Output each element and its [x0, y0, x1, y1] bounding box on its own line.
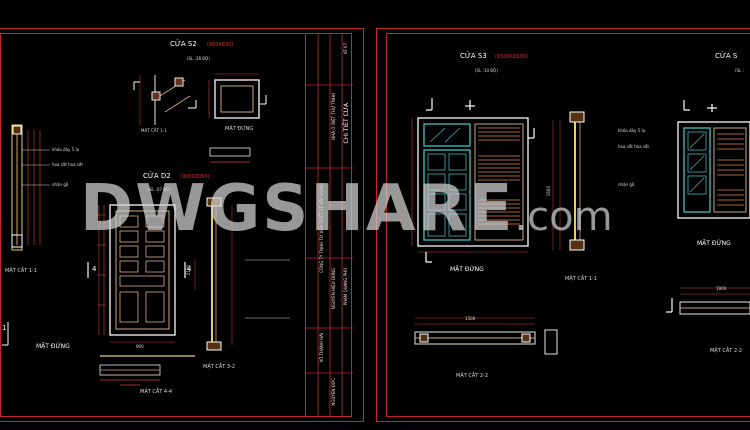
- d2-size: (900X2050): [180, 174, 210, 180]
- d2-section32-label: MẶT CẮT 3-2: [203, 364, 236, 370]
- left-note-3: nhận gỗ: [52, 182, 69, 187]
- marker-1: 1: [2, 324, 7, 332]
- left-section-label: MẶT CẮT 1-1: [5, 268, 38, 274]
- door-d2-head-detail: [209, 147, 251, 163]
- s3-elevation-label: MẶT ĐỨNG: [450, 266, 484, 273]
- d2-qty: (SL :07 BỘ): [148, 187, 171, 192]
- door-d2-dim-ticks: [97, 214, 106, 306]
- s2-section-label: MẶT CẮT 1-1: [141, 128, 167, 133]
- window-s3-elevation: [417, 117, 529, 247]
- s3-title: CỬA S3: [460, 52, 487, 60]
- left-note-1: khóa dây 5 lạ: [52, 147, 80, 152]
- dim-s3-width: 1500: [465, 316, 476, 321]
- right-note-3: nhận gỗ: [618, 182, 635, 187]
- left-column-section: [11, 124, 23, 251]
- marker-1-left: [2, 322, 9, 346]
- window-s3-section-2-2: [414, 317, 558, 355]
- s2-size: (600X600): [207, 42, 234, 48]
- right-note-2: hoa sắt hoa sắt: [618, 144, 649, 149]
- window-s-partial-elevation: [677, 121, 750, 219]
- window-s3-markers: [425, 98, 535, 263]
- door-d2-elevation: [98, 204, 195, 357]
- left-note-2: hoa sắt hoa sắt: [52, 162, 83, 167]
- s2-elevation-label: MẶT ĐỨNG: [225, 126, 254, 132]
- s2-title: CỬA S2: [170, 40, 197, 48]
- marker-4-right: 4: [187, 265, 192, 273]
- right-sheet-inner-frame: [386, 33, 750, 417]
- title-block: CHI TIẾT CỬA NHÀ Ở BIỆT THỰ TNHH CÔNG TY…: [305, 33, 353, 417]
- watermark-brand: DWGSHARE: [80, 172, 515, 246]
- s2-qty: (SL :28 BỘ): [187, 56, 210, 61]
- s3-section11-label: MẶT CẮT 1-1: [565, 276, 598, 282]
- dim-d2-height: 2100: [186, 265, 191, 276]
- s3-qty: (SL :10 BỘ): [475, 68, 498, 73]
- s3-section22-label: MẶT CẮT 2-2: [456, 373, 489, 379]
- s-partial-qty: (SL :: [735, 68, 744, 73]
- d2-title: CỬA D2: [143, 172, 171, 180]
- door-d2-plan-4-4: [99, 364, 161, 386]
- dim-d2-width: 900: [136, 344, 144, 349]
- s-partial-elevation-label: MẶT ĐỨNG: [697, 240, 731, 247]
- title-block-grid: [306, 33, 353, 417]
- dim-partial-width: 1900: [716, 286, 727, 291]
- s3-size: (1500X1600): [495, 54, 528, 60]
- right-sheet-frame: [376, 28, 750, 422]
- door-d2-section: [194, 197, 290, 351]
- s-partial-title: CỬA S: [715, 52, 738, 60]
- window-s2-section: [133, 75, 197, 125]
- window-s3-section: [552, 111, 585, 251]
- right-note-1: khóa dây 5 lạ: [618, 128, 646, 133]
- watermark-domain: .com: [514, 194, 613, 240]
- marker-4-left: 4: [92, 265, 97, 273]
- window-s2-elevation: [208, 73, 260, 119]
- left-sheet-frame: [0, 28, 364, 422]
- d2-section44-label: MẶT CẮT 4-4: [140, 389, 173, 395]
- dwgshare-watermark: DWGSHARE.com: [80, 172, 613, 246]
- window-s3-louvers: [478, 127, 520, 225]
- d2-elevation-label: MẶT ĐỨNG: [36, 343, 70, 350]
- window-s-partial-section: [679, 287, 750, 315]
- left-sheet-inner-frame: [0, 33, 352, 417]
- s-partial-section22-label: MẶT CẮT 2-2: [710, 348, 743, 354]
